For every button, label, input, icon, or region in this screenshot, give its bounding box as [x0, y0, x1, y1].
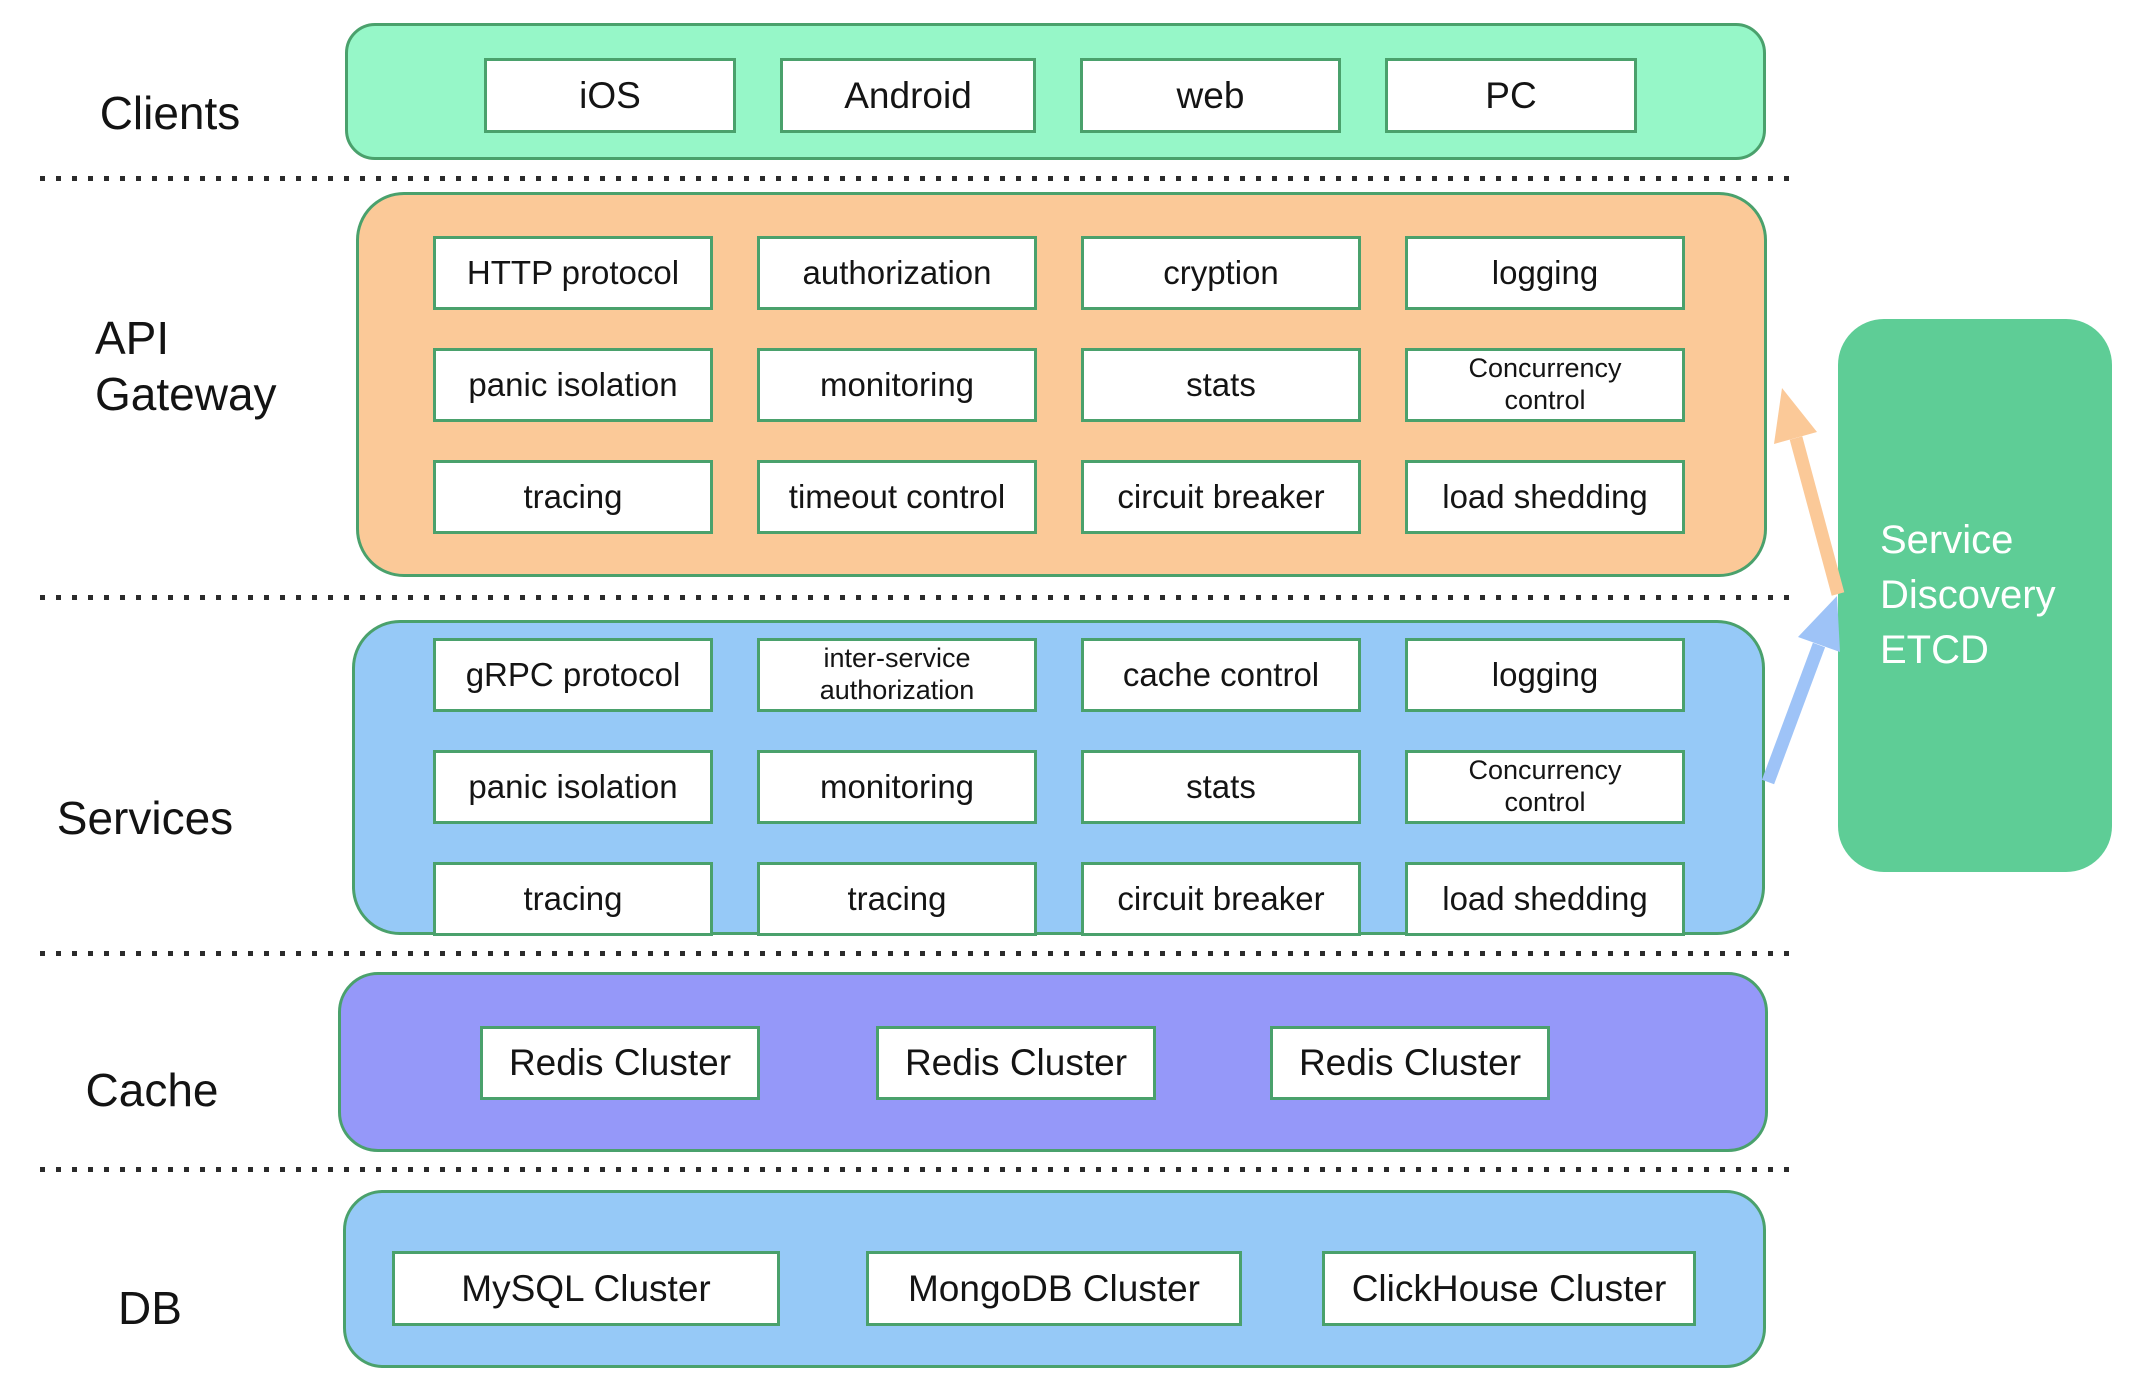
- layer-services: gRPC protocol inter-service authorizatio…: [352, 620, 1765, 936]
- db-box-mysql: MySQL Cluster: [392, 1251, 780, 1326]
- client-box-ios: iOS: [484, 58, 736, 133]
- layer-db: MySQL Cluster MongoDB Cluster ClickHouse…: [343, 1190, 1766, 1368]
- apigw-cell-monitoring: monitoring: [757, 348, 1037, 422]
- label-db: DB: [118, 1282, 182, 1334]
- etcd-box: Service Discovery ETCD: [1838, 319, 2112, 872]
- services-cell-circuit-breaker: circuit breaker: [1081, 862, 1361, 936]
- services-cell-monitoring: monitoring: [757, 750, 1037, 824]
- services-cell-cache-control: cache control: [1081, 638, 1361, 712]
- apigw-cell-cryption: cryption: [1081, 236, 1361, 310]
- db-box-mongodb: MongoDB Cluster: [866, 1251, 1242, 1326]
- layer-clients: iOS Android web PC: [345, 23, 1766, 160]
- client-box-web: web: [1080, 58, 1341, 133]
- client-box-pc: PC: [1385, 58, 1637, 133]
- services-cell-panic-isolation: panic isolation: [433, 750, 713, 824]
- arrow-services-to-etcd: [1761, 596, 1840, 785]
- apigw-cell-panic-isolation: panic isolation: [433, 348, 713, 422]
- label-services: Services: [56, 792, 234, 844]
- services-cell-stats: stats: [1081, 750, 1361, 824]
- arrow-etcd-to-apigw: [1774, 388, 1845, 596]
- cache-box-redis-2: Redis Cluster: [876, 1026, 1156, 1100]
- separator-services-cache: [40, 951, 1795, 956]
- apigw-cell-timeout-control: timeout control: [757, 460, 1037, 534]
- services-cell-concurrency-control: Concurrency control: [1405, 750, 1685, 824]
- separator-cache-db: [40, 1167, 1795, 1172]
- layer-cache: Redis Cluster Redis Cluster Redis Cluste…: [338, 972, 1768, 1152]
- apigw-cell-http-protocol: HTTP protocol: [433, 236, 713, 310]
- services-cell-tracing-1: tracing: [433, 862, 713, 936]
- services-cell-logging: logging: [1405, 638, 1685, 712]
- services-cell-tracing-2: tracing: [757, 862, 1037, 936]
- db-box-clickhouse: ClickHouse Cluster: [1322, 1251, 1696, 1326]
- services-cell-interservice-authorization: inter-service authorization: [757, 638, 1037, 712]
- apigw-cell-authorization: authorization: [757, 236, 1037, 310]
- apigw-cell-concurrency-control: Concurrency control: [1405, 348, 1685, 422]
- services-cell-grpc-protocol: gRPC protocol: [433, 638, 713, 712]
- label-cache: Cache: [85, 1064, 219, 1116]
- cache-box-redis-1: Redis Cluster: [480, 1026, 760, 1100]
- client-box-android: Android: [780, 58, 1036, 133]
- label-api-gateway: API Gateway: [95, 312, 277, 420]
- apigw-cell-circuit-breaker: circuit breaker: [1081, 460, 1361, 534]
- apigw-cell-logging: logging: [1405, 236, 1685, 310]
- separator-apigw-services: [40, 595, 1795, 600]
- apigw-cell-load-shedding: load shedding: [1405, 460, 1685, 534]
- apigw-cell-stats: stats: [1081, 348, 1361, 422]
- separator-clients-apigw: [40, 176, 1795, 181]
- label-clients: Clients: [99, 87, 241, 139]
- services-cell-load-shedding: load shedding: [1405, 862, 1685, 936]
- cache-box-redis-3: Redis Cluster: [1270, 1026, 1550, 1100]
- layer-api-gateway: HTTP protocol authorization cryption log…: [356, 192, 1767, 577]
- apigw-cell-tracing: tracing: [433, 460, 713, 534]
